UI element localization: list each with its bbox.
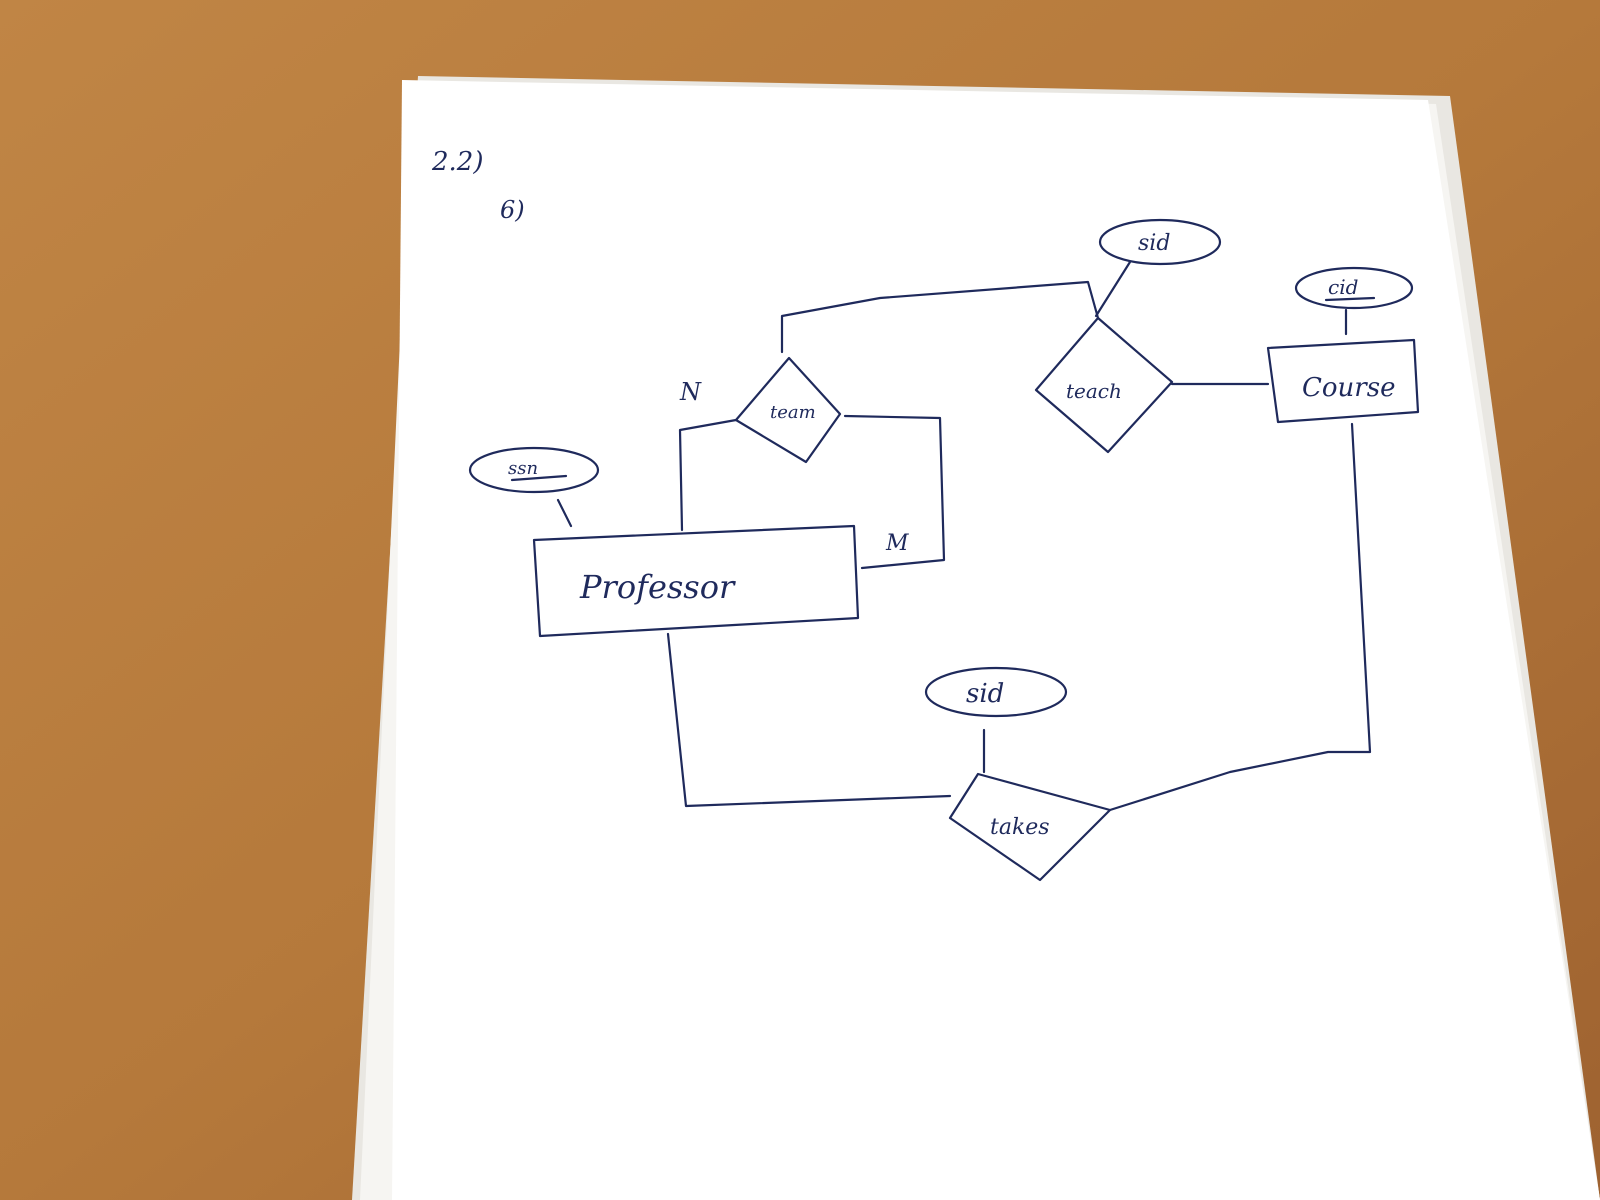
takes-sid-ellipse bbox=[924, 666, 1068, 718]
team-teach-link bbox=[780, 280, 1100, 354]
teach-sid-connector bbox=[1094, 260, 1132, 318]
course-box bbox=[1266, 338, 1420, 424]
attribute-ssn: ssn bbox=[468, 446, 600, 528]
teach-sid-label: sid bbox=[1138, 231, 1170, 256]
team-diamond bbox=[734, 356, 842, 464]
part-number: 6) bbox=[500, 196, 525, 224]
ssn-key-underline bbox=[510, 474, 568, 482]
teach-diamond bbox=[1034, 316, 1174, 454]
team-label: team bbox=[770, 402, 816, 423]
problem-number: 2.2) bbox=[431, 147, 484, 177]
takes-diamond bbox=[948, 772, 1112, 882]
relationship-teach: teach sid bbox=[1034, 218, 1270, 454]
cid-ellipse bbox=[1294, 266, 1414, 310]
takes-sid-label: sid bbox=[966, 679, 1004, 709]
takes-label: takes bbox=[990, 815, 1050, 840]
paper-sheet bbox=[392, 80, 1600, 1200]
ssn-label: ssn bbox=[508, 458, 538, 479]
cardinality-m: M bbox=[885, 531, 909, 556]
relationship-takes: takes sid bbox=[666, 422, 1372, 882]
ssn-ellipse bbox=[468, 446, 600, 494]
ssn-connector bbox=[556, 498, 573, 528]
team-professor-link-m bbox=[843, 414, 946, 570]
professor-box bbox=[532, 524, 860, 638]
cid-key-underline bbox=[1324, 296, 1376, 302]
relationship-team: team N M bbox=[678, 280, 1100, 570]
teach-label: teach bbox=[1066, 379, 1122, 403]
professor-label: Professor bbox=[579, 568, 736, 606]
takes-professor-link bbox=[666, 632, 952, 808]
teach-sid-ellipse bbox=[1098, 218, 1222, 266]
cardinality-n: N bbox=[679, 378, 702, 406]
team-professor-link-n bbox=[678, 418, 738, 532]
entity-course: Course cid bbox=[1266, 266, 1420, 424]
entity-professor: Professor bbox=[532, 524, 860, 638]
takes-course-link bbox=[1108, 422, 1372, 812]
course-label: Course bbox=[1302, 373, 1395, 403]
cid-label: cid bbox=[1328, 275, 1358, 299]
